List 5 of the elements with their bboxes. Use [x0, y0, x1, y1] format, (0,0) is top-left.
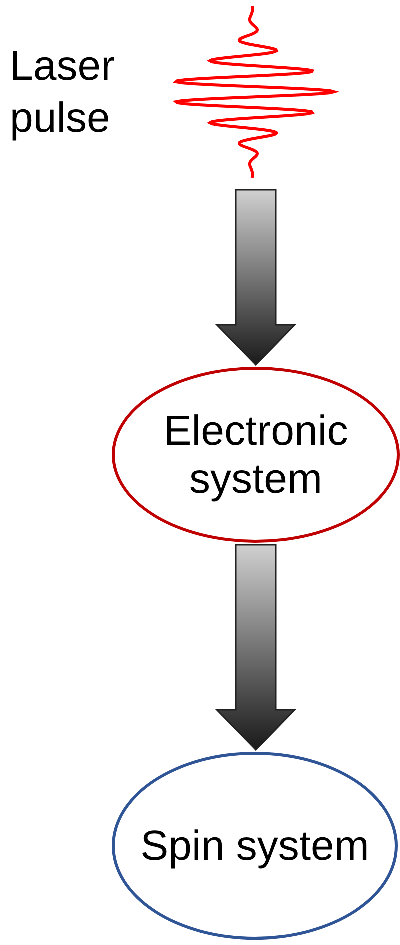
block-arrow: [215, 189, 297, 366]
node-label: Spin system: [140, 822, 370, 870]
node-label: Laser pulse: [10, 41, 116, 143]
node-label: Electronic system: [162, 407, 350, 503]
block-arrow: [215, 544, 297, 752]
